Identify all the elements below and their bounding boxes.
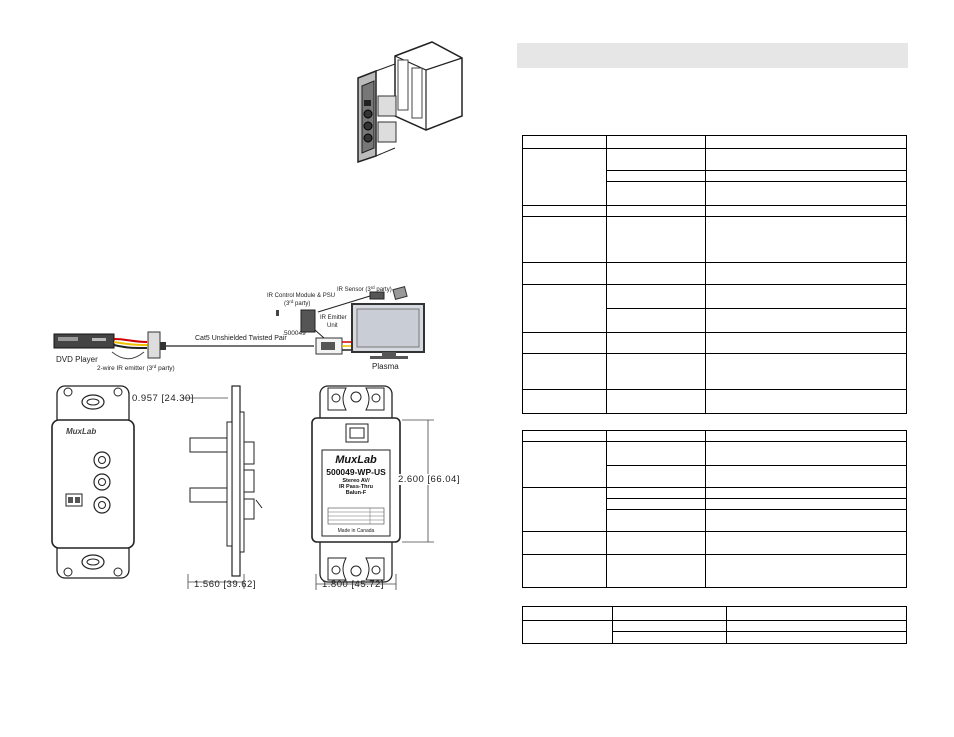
table-row bbox=[523, 631, 907, 644]
model-number: 500049-WP-US bbox=[326, 467, 386, 477]
connection-diagram: DVD Player 2-wire IR emitter (3rd party)… bbox=[53, 285, 425, 372]
dim-height-label: 2.600 [66.04] bbox=[398, 474, 460, 485]
table-row bbox=[522, 135, 907, 149]
brand-logo-back: MuxLab bbox=[335, 454, 377, 466]
table-row bbox=[522, 353, 907, 390]
table-row bbox=[522, 430, 907, 442]
dvd-player-icon bbox=[53, 333, 115, 349]
table-row bbox=[522, 441, 907, 488]
wall-plate-icon bbox=[147, 331, 166, 359]
table-row bbox=[522, 554, 907, 588]
dim-width-label: 1.800 [45.72] bbox=[322, 579, 384, 590]
ir-module-label: IR Control Module & PSU bbox=[267, 293, 335, 299]
wall-plate-side-view bbox=[182, 385, 263, 589]
plasma-label: Plasma bbox=[372, 362, 399, 371]
cable-label: Cat5 Unshielded Twisted Pair bbox=[195, 335, 287, 342]
table-row bbox=[522, 262, 907, 285]
table-row bbox=[522, 205, 907, 217]
table-row bbox=[522, 389, 907, 414]
spec-table-2 bbox=[522, 430, 907, 588]
ir-sensor-label: IR Sensor (3rd party) bbox=[337, 285, 392, 293]
table-row bbox=[522, 148, 907, 206]
table-row bbox=[523, 308, 907, 333]
table-row bbox=[522, 606, 907, 621]
dim-width-top-label: 0.957 [24.30] bbox=[132, 393, 194, 404]
plasma-tv-icon bbox=[351, 303, 425, 359]
spec-table-1 bbox=[522, 135, 907, 414]
dvd-player-label: DVD Player bbox=[56, 355, 98, 364]
wall-plate-back-view bbox=[311, 385, 434, 590]
brand-logo: MuxLab bbox=[66, 427, 96, 436]
model-label: 500049 bbox=[284, 330, 306, 337]
back-label-text: MuxLab 500049-WP-US Stereo AV/ IR Pass-T… bbox=[322, 454, 390, 496]
spec-table-3 bbox=[522, 606, 907, 644]
made-in-label: Made in Canada bbox=[337, 528, 375, 534]
table-row bbox=[522, 531, 907, 555]
table-row bbox=[522, 332, 907, 354]
wall-plate-iso-drawing bbox=[357, 41, 463, 163]
table-row bbox=[522, 620, 907, 644]
svg-text:Unit: Unit bbox=[327, 323, 338, 329]
table-row bbox=[523, 181, 907, 206]
svg-text:IR Emitter: IR Emitter bbox=[320, 315, 347, 321]
table-row bbox=[522, 284, 907, 333]
table-row bbox=[522, 216, 907, 263]
table-row bbox=[522, 487, 907, 532]
wall-plate-front-view: MuxLab bbox=[51, 385, 135, 579]
dim-depth-label: 1.560 [39.62] bbox=[194, 579, 256, 590]
section-header-bar bbox=[517, 43, 908, 68]
ir-emitter-label: 2-wire IR emitter (3rd party) bbox=[97, 364, 175, 372]
svg-text:(3rd party): (3rd party) bbox=[284, 299, 310, 307]
